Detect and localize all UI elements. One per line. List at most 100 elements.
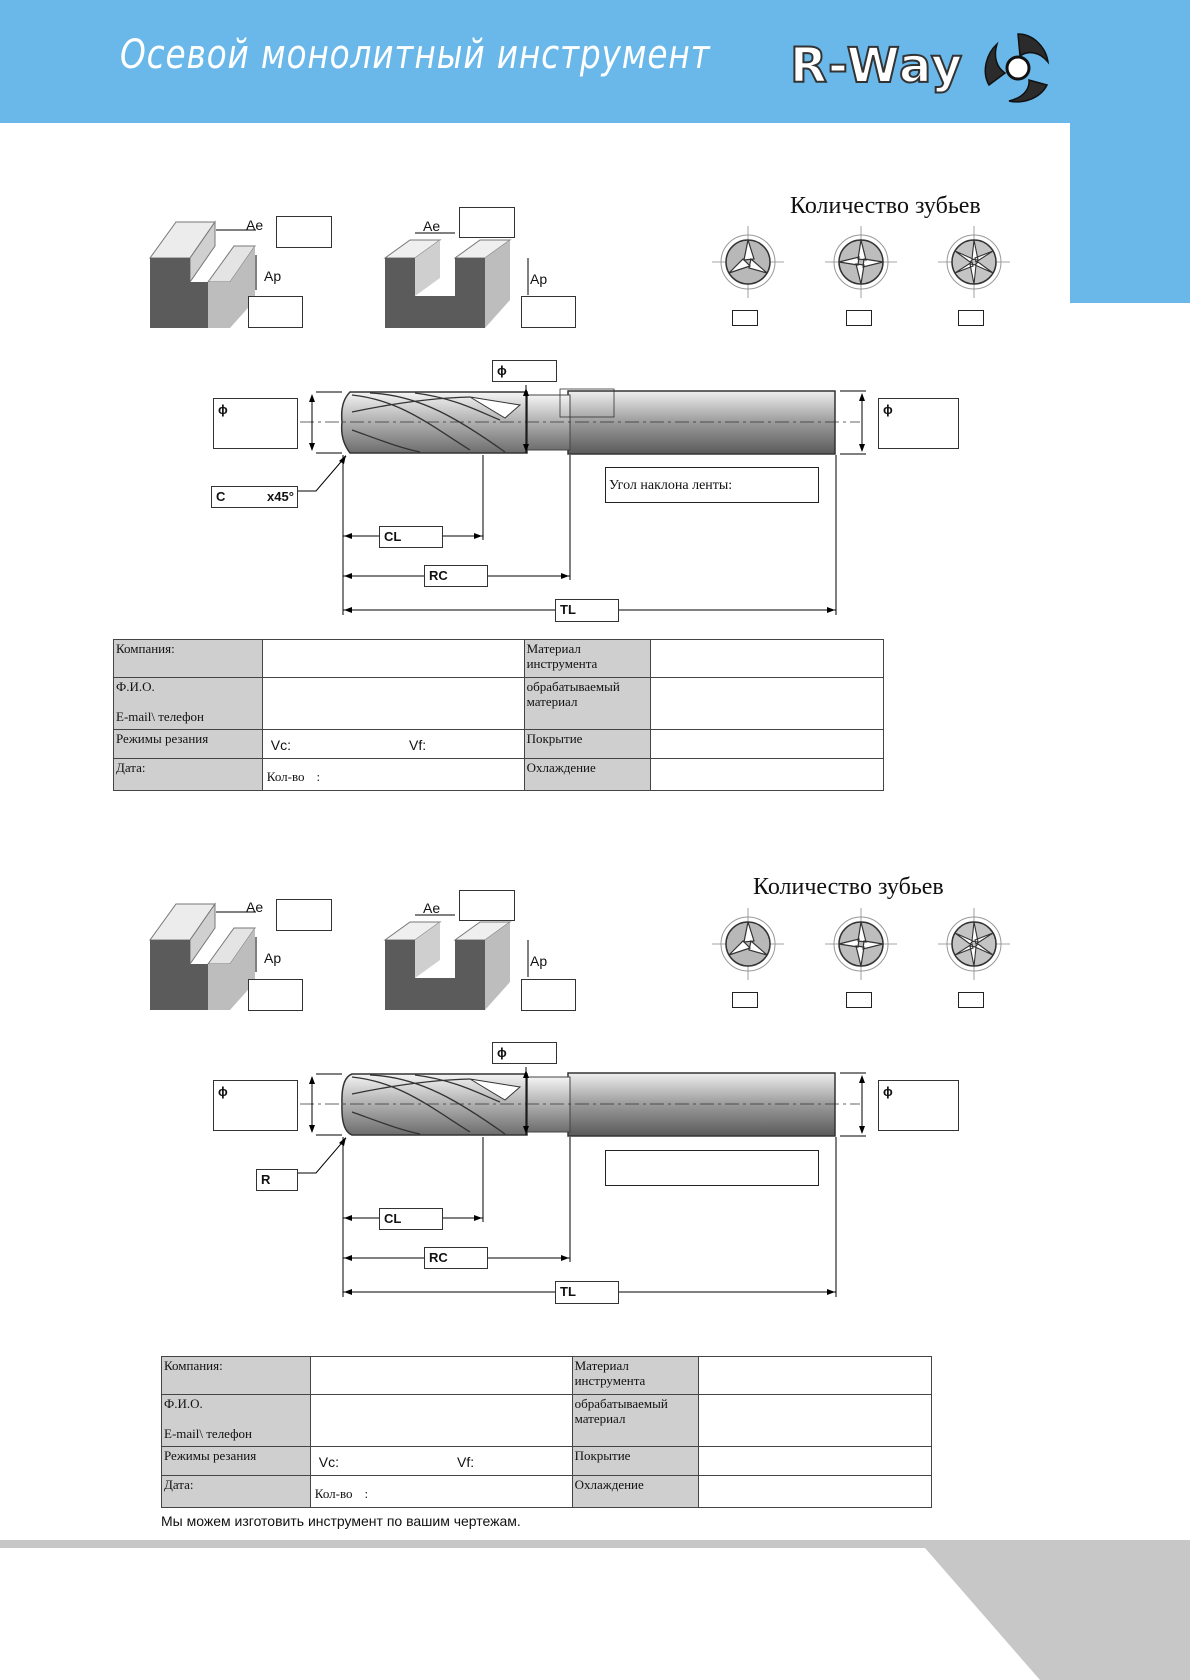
cutting-modes-label: Режимы резания <box>113 729 263 759</box>
r-way-shuriken-logo <box>984 33 1050 103</box>
quantity-input[interactable]: Кол-во: <box>261 758 525 791</box>
six-flute-icon <box>938 908 1010 980</box>
cutting-modes-label: Режимы резания <box>161 1446 311 1476</box>
date-label: Дата: <box>161 1475 311 1508</box>
helix-angle-field[interactable] <box>605 1150 819 1186</box>
chamfer-input[interactable]: C x45° <box>211 486 298 508</box>
date-label: Дата: <box>113 758 263 791</box>
page-title: Осевой монолитный инструмент <box>120 32 711 78</box>
cooling-input[interactable] <box>649 758 884 791</box>
vf-label: Vf: <box>457 1454 475 1470</box>
rc-input[interactable]: RC <box>424 1247 488 1269</box>
ap-label: Ap <box>264 950 282 966</box>
slot-ae-label: Ae <box>423 218 441 234</box>
quantity-label: Кол-во <box>266 769 305 784</box>
contact-input[interactable] <box>309 1394 573 1447</box>
contact-input[interactable] <box>261 677 525 730</box>
vc-label: Vc: <box>318 1454 340 1470</box>
tool-material-input[interactable] <box>697 1356 932 1395</box>
vf-label: Vf: <box>409 737 427 753</box>
chamfer-angle-label: x45° <box>267 489 294 504</box>
shank-diameter-input[interactable]: ϕ <box>878 1080 959 1131</box>
four-flute-icon <box>825 226 897 298</box>
slot-milling-icon <box>383 914 529 1010</box>
three-flute-checkbox[interactable] <box>732 310 758 326</box>
helix-angle-field[interactable]: Угол наклона ленты: <box>605 467 819 503</box>
company-input[interactable] <box>261 639 525 678</box>
shoulder-milling-icon <box>149 220 257 328</box>
shoulder-milling-icon <box>149 902 257 1010</box>
ap-input[interactable] <box>248 979 303 1011</box>
company-label: Компания: <box>161 1356 311 1395</box>
three-flute-checkbox[interactable] <box>732 992 758 1008</box>
slot-ap-input[interactable] <box>521 979 576 1011</box>
cut-diameter-input[interactable]: ϕ <box>213 1080 298 1131</box>
six-flute-checkbox[interactable] <box>958 310 984 326</box>
radius-input[interactable]: R <box>256 1169 298 1191</box>
four-flute-icon <box>825 908 897 980</box>
slot-ae-input[interactable] <box>459 207 515 238</box>
cooling-input[interactable] <box>697 1475 932 1508</box>
cutting-modes-input[interactable]: Vc:Vf: <box>261 729 525 759</box>
brand: R-Way <box>789 28 1060 106</box>
six-flute-icon <box>938 226 1010 298</box>
four-flute-checkbox[interactable] <box>846 992 872 1008</box>
neck-diameter-input[interactable]: ϕ <box>492 1042 557 1064</box>
work-material-input[interactable] <box>697 1394 932 1447</box>
cut-diameter-symbol: ϕ <box>218 402 228 417</box>
slot-ap-label: Ap <box>530 953 548 969</box>
side-tab <box>1070 123 1190 303</box>
coating-input[interactable] <box>649 729 884 759</box>
end-mill-radius-icon <box>300 1072 860 1137</box>
teeth-count-title: Количество зубьев <box>753 874 944 900</box>
quantity-input[interactable]: Кол-во: <box>309 1475 573 1508</box>
cut-diameter-input[interactable]: ϕ <box>213 398 298 449</box>
contact-label: Ф.И.О.E-mail\ телефон <box>113 677 263 730</box>
ae-input[interactable] <box>276 899 332 931</box>
ae-input[interactable] <box>276 216 332 248</box>
chamfer-label: C <box>216 489 226 504</box>
ae-label: Ae <box>246 217 264 233</box>
cutting-modes-input[interactable]: Vc: Vf: <box>309 1446 573 1476</box>
shank-diameter-symbol: ϕ <box>883 402 893 417</box>
ap-input[interactable] <box>248 296 303 328</box>
technical-drawing <box>149 902 1010 1297</box>
ae-label: Ae <box>246 899 264 915</box>
three-flute-icon <box>712 226 784 298</box>
company-label: Компания: <box>113 639 263 678</box>
tl-input[interactable]: TL <box>555 599 619 622</box>
end-mill-icon <box>300 388 860 455</box>
cooling-label: Охлаждение <box>571 1475 699 1508</box>
slot-ae-input[interactable] <box>459 890 515 921</box>
neck-diameter-input[interactable]: ϕ <box>492 360 557 382</box>
coating-input[interactable] <box>697 1446 932 1476</box>
shank-diameter-input[interactable]: ϕ <box>878 398 959 449</box>
teeth-count-title: Количество зубьев <box>790 193 981 219</box>
quantity-label: Кол-во <box>314 1486 353 1501</box>
ap-label: Ap <box>264 268 282 284</box>
rc-input[interactable]: RC <box>424 565 488 587</box>
three-flute-icon <box>712 908 784 980</box>
slot-ap-label: Ap <box>530 271 548 287</box>
tool-material-input[interactable] <box>649 639 884 678</box>
technical-drawing <box>149 220 1010 615</box>
company-input[interactable] <box>309 1356 573 1395</box>
cl-input[interactable]: CL <box>379 526 443 548</box>
shank-diameter-symbol: ϕ <box>883 1084 893 1099</box>
four-flute-checkbox[interactable] <box>846 310 872 326</box>
six-flute-checkbox[interactable] <box>958 992 984 1008</box>
slot-ae-label: Ae <box>423 900 441 916</box>
brand-name: R-Way <box>789 37 964 95</box>
coating-label: Покрытие <box>571 1446 699 1476</box>
tl-input[interactable]: TL <box>555 1281 619 1304</box>
page-header: Осевой монолитный инструмент R-Way <box>0 0 1190 123</box>
cl-input[interactable]: CL <box>379 1208 443 1230</box>
slot-ap-input[interactable] <box>521 296 576 328</box>
cut-diameter-symbol: ϕ <box>218 1084 228 1099</box>
custom-drawing-note: Мы можем изготовить инструмент по вашим … <box>161 1513 521 1529</box>
